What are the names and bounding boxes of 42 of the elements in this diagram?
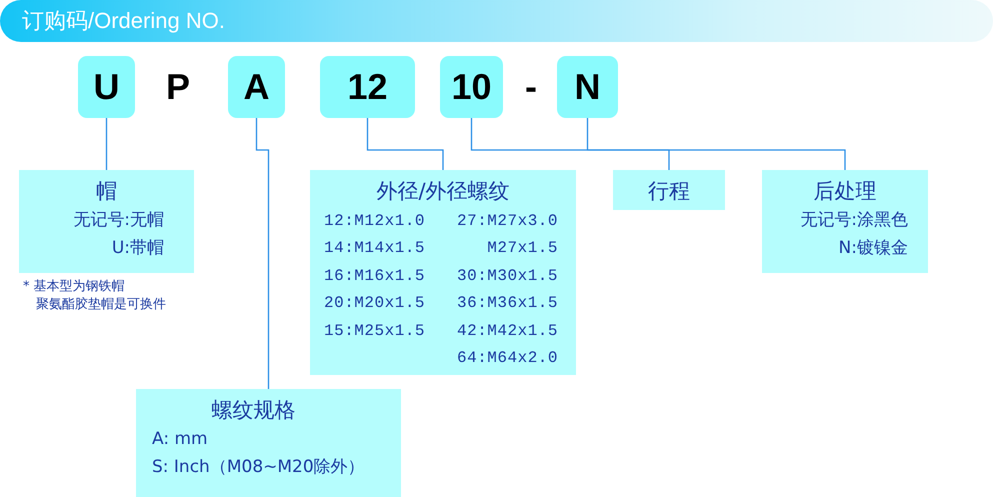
option-box bbox=[613, 170, 725, 210]
footnote: * 基本型为钢铁帽 bbox=[23, 278, 125, 295]
connector-line bbox=[470, 118, 670, 170]
option-text: 无记号:无帽 bbox=[72, 209, 165, 232]
thread-option: M27x1.5 bbox=[451, 235, 558, 263]
option-box bbox=[310, 170, 576, 375]
box-heading: 外径/外径螺纹 bbox=[375, 178, 511, 205]
thread-option: 27:M27x3.0 bbox=[451, 208, 558, 236]
thread-option: 36:M36x1.5 bbox=[451, 290, 558, 318]
box-heading: 螺纹规格 bbox=[210, 397, 296, 424]
box-heading: 帽 bbox=[95, 178, 118, 205]
diagram-title: 订购码/Ordering NO. bbox=[22, 7, 225, 35]
box-heading: 行程 bbox=[647, 178, 691, 205]
code-letter-box: A bbox=[228, 56, 285, 118]
thread-option: 20:M20x1.5 bbox=[324, 290, 431, 318]
code-letter-box: N bbox=[557, 56, 618, 118]
code-letter: - bbox=[525, 65, 537, 109]
option-text: N:镀镍金 bbox=[838, 237, 909, 260]
thread-option: 64:M64x2.0 bbox=[451, 345, 558, 372]
connector-line bbox=[256, 118, 270, 389]
option-box bbox=[19, 170, 194, 273]
option-text: S: Inch（M08~M20除外） bbox=[151, 456, 366, 479]
thread-option: 42:M42x1.5 bbox=[451, 318, 558, 346]
connector-line bbox=[106, 118, 108, 170]
thread-option: 12:M12x1.0 bbox=[324, 208, 431, 236]
box-heading: 后处理 bbox=[812, 178, 878, 205]
connector-line bbox=[586, 118, 846, 170]
option-text: A: mm bbox=[151, 428, 209, 451]
option-box bbox=[136, 389, 401, 497]
thread-option: 14:M14x1.5 bbox=[324, 235, 431, 263]
code-letter: P bbox=[166, 65, 190, 109]
connector-line bbox=[366, 118, 444, 170]
option-text: U:带帽 bbox=[110, 237, 165, 260]
code-letter-box: U bbox=[78, 56, 135, 118]
thread-option: 16:M16x1.5 bbox=[324, 262, 431, 290]
code-letter-box: 10 bbox=[440, 56, 503, 118]
thread-option: 30:M30x1.5 bbox=[451, 262, 558, 290]
thread-option: 15:M25x1.5 bbox=[324, 318, 431, 346]
code-letter-box: 12 bbox=[320, 56, 415, 118]
footnote: 聚氨酯胶垫帽是可换件 bbox=[35, 296, 166, 313]
option-box bbox=[762, 170, 928, 273]
option-text: 无记号:涂黑色 bbox=[799, 209, 909, 232]
